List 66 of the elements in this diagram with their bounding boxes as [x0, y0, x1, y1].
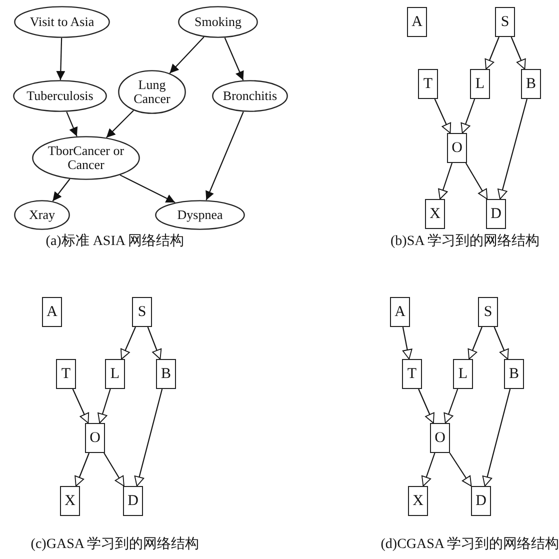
variable-ellipse: Visit to Asia: [14, 6, 110, 38]
variable-box: A: [42, 297, 62, 327]
variable-box: O: [430, 423, 450, 453]
arrow: [224, 38, 244, 80]
variable-box: S: [478, 297, 498, 327]
variable-box: B: [521, 69, 541, 99]
variable-ellipse: Xray: [14, 200, 70, 230]
arrow: [465, 162, 488, 200]
arrow: [52, 178, 70, 202]
arrow: [494, 326, 509, 360]
variable-box: D: [486, 199, 506, 229]
variable-box: A: [390, 297, 410, 327]
panel-caption: (a)标准 ASIA 网络结构: [46, 232, 184, 250]
arrow: [169, 36, 204, 74]
variable-box: O: [85, 423, 105, 453]
variable-box: L: [470, 69, 490, 99]
variable-ellipse: Lung Cancer: [118, 70, 186, 114]
variable-ellipse: Bronchitis: [212, 80, 288, 112]
variable-box: X: [60, 486, 80, 516]
arrow: [106, 110, 134, 138]
variable-box: S: [495, 7, 515, 37]
panel-caption: (b)SA 学习到的网络结构: [390, 232, 540, 250]
variable-box: X: [408, 486, 428, 516]
variable-box: A: [407, 7, 427, 37]
variable-box: T: [56, 359, 76, 389]
variable-box: O: [447, 133, 467, 163]
variable-box: L: [105, 359, 125, 389]
variable-box: S: [132, 297, 152, 327]
arrow: [421, 452, 436, 486]
arrow: [482, 388, 511, 486]
arrow: [72, 388, 90, 424]
arrow: [120, 174, 176, 204]
variable-ellipse: TborCancer or Cancer: [32, 136, 140, 180]
variable-box: D: [471, 486, 491, 516]
arrow: [434, 98, 452, 134]
variable-box: B: [156, 359, 176, 389]
arrow: [98, 388, 111, 424]
arrow: [74, 452, 90, 486]
variable-box: L: [453, 359, 473, 389]
variable-box: B: [504, 359, 524, 389]
arrow: [56, 38, 66, 80]
arrow: [66, 112, 78, 137]
arrow: [134, 388, 163, 486]
arrow: [206, 112, 244, 200]
arrow: [460, 98, 476, 134]
arrow: [120, 326, 136, 360]
arrow: [402, 326, 412, 360]
arrow: [484, 36, 500, 70]
variable-ellipse: Tuberculosis: [13, 80, 107, 112]
variable-box: T: [402, 359, 422, 389]
variable-box: T: [418, 69, 438, 99]
arrow: [468, 326, 482, 360]
arrow: [438, 162, 453, 200]
panel-caption: (c)GASA 学习到的网络结构: [30, 536, 200, 553]
variable-ellipse: Smoking: [178, 6, 258, 38]
arrow: [510, 36, 526, 70]
arrow: [104, 452, 124, 486]
variable-box: X: [425, 199, 445, 229]
panel-caption: (d)CGASA 学习到的网络结构: [380, 536, 559, 553]
arrow: [498, 98, 528, 200]
arrow: [449, 452, 472, 486]
variable-ellipse: Dyspnea: [155, 200, 245, 230]
arrow: [444, 388, 458, 424]
variable-box: D: [123, 486, 143, 516]
arrow: [418, 388, 434, 424]
arrow: [147, 326, 162, 360]
